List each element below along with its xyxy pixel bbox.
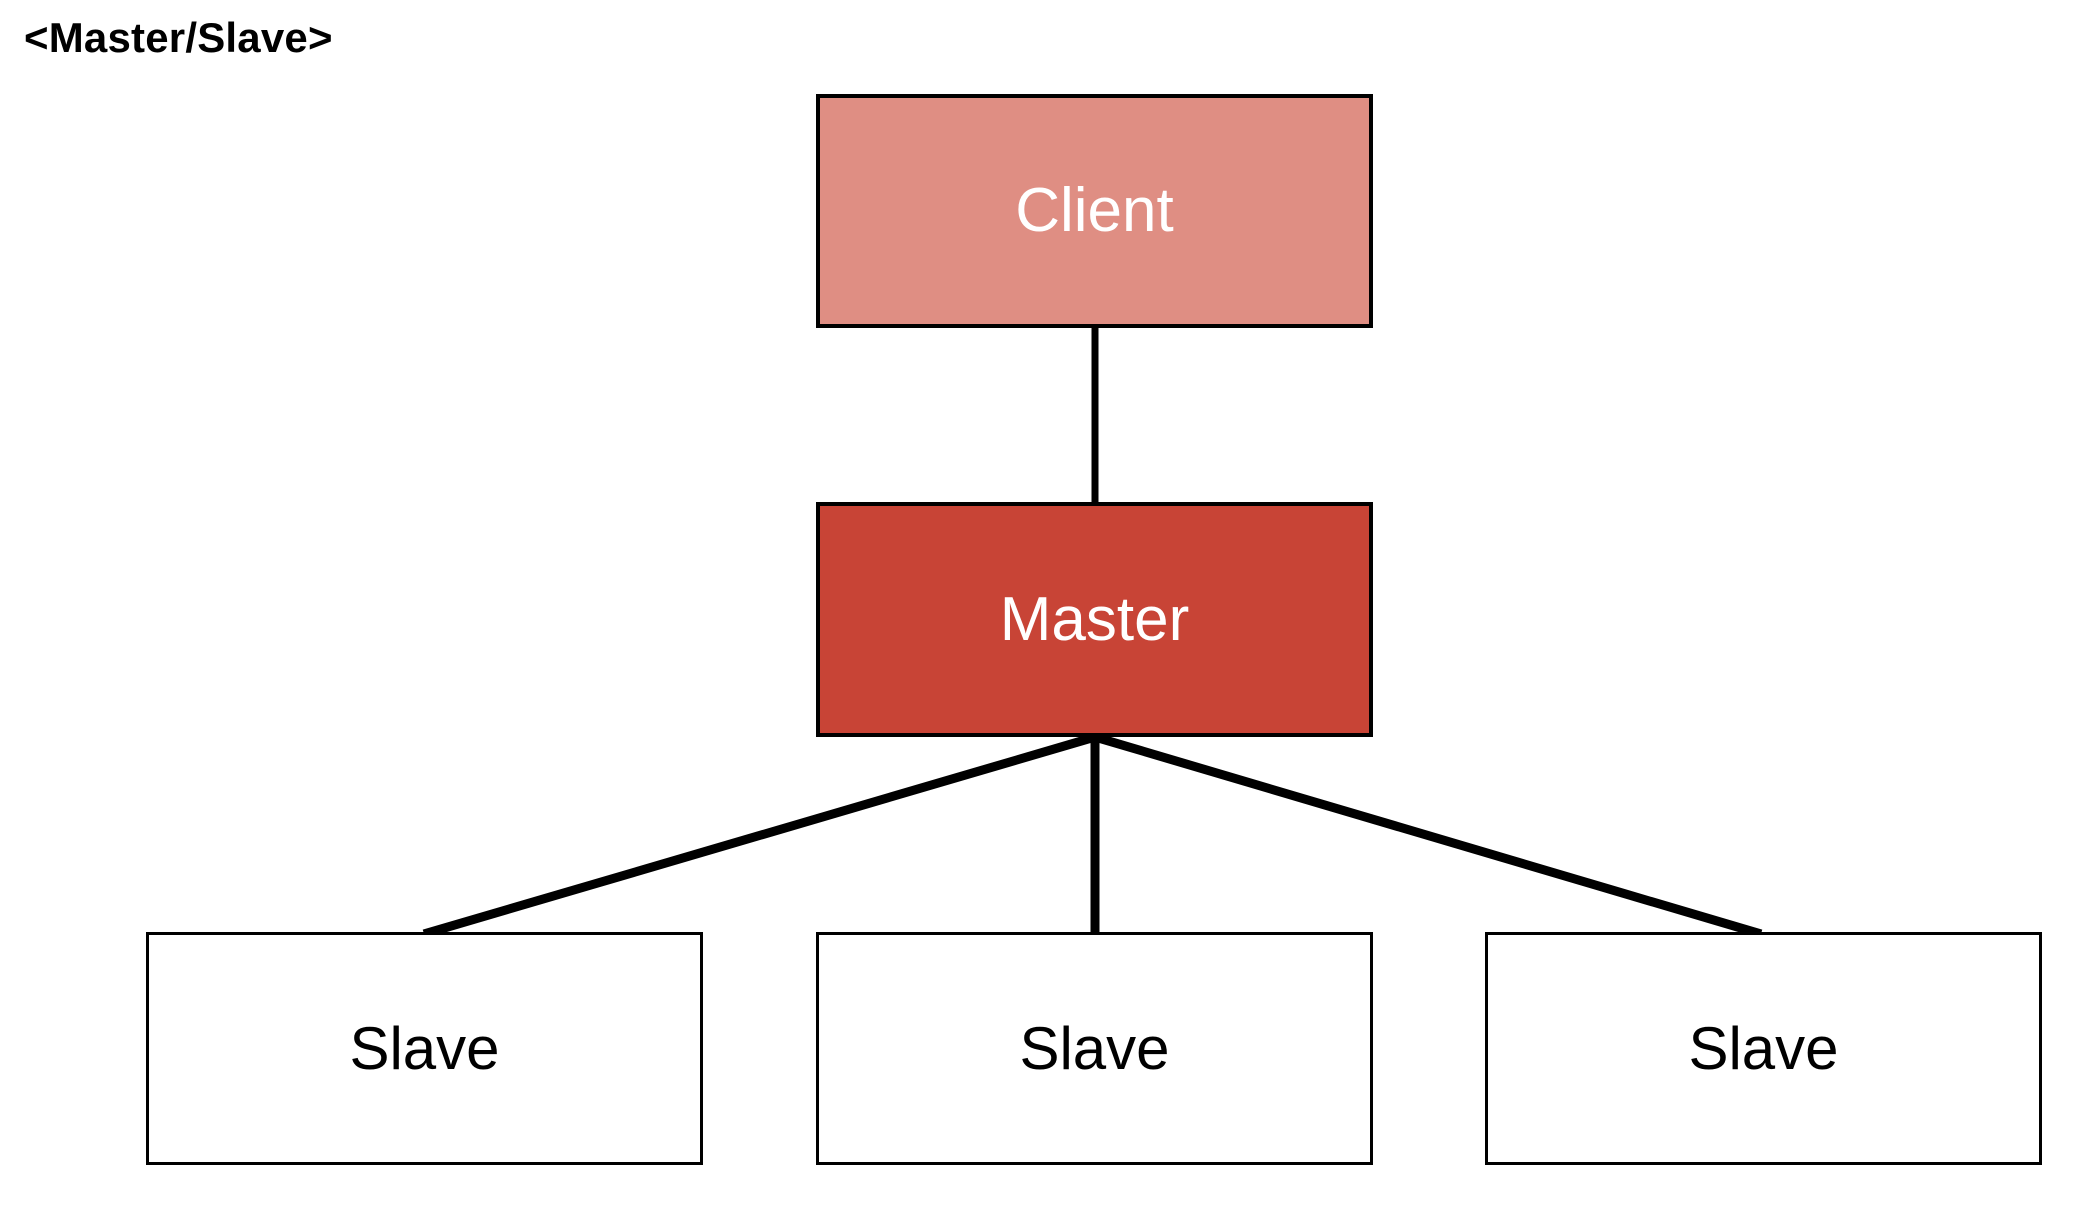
edge-master-to-slave-3 [1093, 732, 1763, 939]
node-slave-3[interactable]: Slave [1485, 932, 2042, 1165]
node-client[interactable]: Client [816, 94, 1373, 328]
node-slave-2[interactable]: Slave [816, 932, 1373, 1165]
edge-master-to-slave-1 [422, 732, 1097, 939]
node-slave-3-label: Slave [1688, 1014, 1839, 1082]
node-slave-2-label: Slave [1019, 1014, 1170, 1082]
node-master[interactable]: Master [816, 502, 1373, 737]
node-slave-1[interactable]: Slave [146, 932, 703, 1165]
node-client-label: Client [1015, 176, 1174, 245]
node-slave-1-label: Slave [349, 1014, 500, 1082]
node-master-label: Master [999, 584, 1190, 654]
diagram-title: <Master/Slave> [24, 14, 333, 61]
